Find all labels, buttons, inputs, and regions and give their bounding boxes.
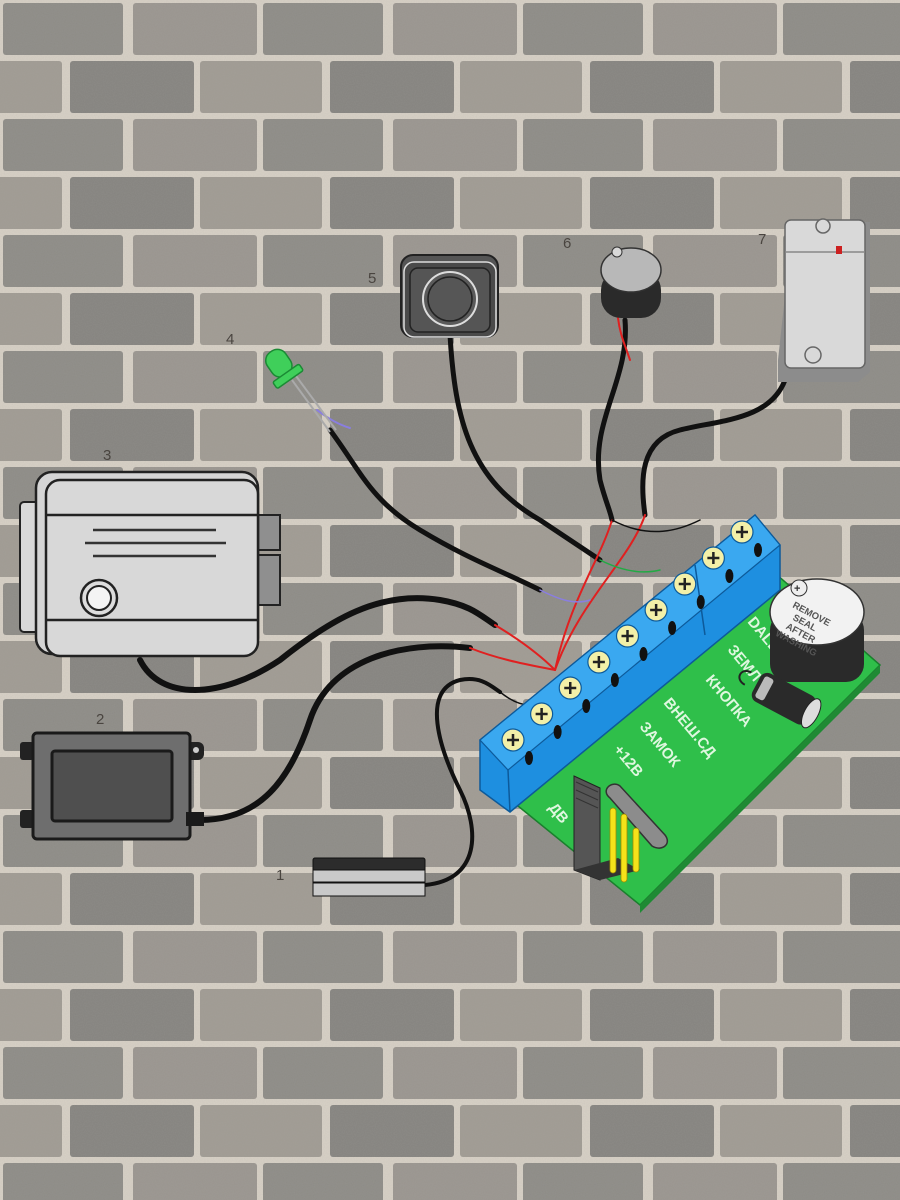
terminal-wire-holes xyxy=(525,543,762,765)
wire-led-violet xyxy=(316,409,351,429)
terminal-hole xyxy=(668,621,677,635)
terminal-hole xyxy=(696,595,705,609)
wire-buzzer xyxy=(595,317,628,523)
reed-switch xyxy=(312,857,426,897)
wire-power xyxy=(197,643,473,823)
terminal-screws xyxy=(501,520,754,752)
terminal-hole xyxy=(754,543,762,557)
terminal-screw xyxy=(501,728,525,752)
terminal-screw xyxy=(701,546,725,570)
capacitor xyxy=(738,670,822,729)
label-number-6: 6 xyxy=(563,235,571,252)
wire-led xyxy=(327,427,543,593)
power-supply xyxy=(20,731,204,841)
label-number-1: 1 xyxy=(276,867,284,884)
led-indicator xyxy=(264,348,337,433)
wire-reader xyxy=(640,377,788,518)
wire-buzzer-red xyxy=(617,317,631,361)
onboard-buzzer: + REMOVE SEAL AFTER WASHING xyxy=(769,578,865,682)
terminal-hole xyxy=(582,699,591,713)
wire-exit-button xyxy=(447,332,603,563)
electric-lock xyxy=(19,470,281,658)
buzzer xyxy=(600,246,662,318)
label-number-5: 5 xyxy=(368,270,376,287)
label-number-4: 4 xyxy=(226,331,234,348)
terminal-screw xyxy=(587,650,611,674)
label-number-3: 3 xyxy=(103,447,111,464)
controller-board: DALL ЗЕМЛ КНОПКА ВНЕШ.СД ЗАМОК +12В ДВ +… xyxy=(479,513,882,913)
terminal-hole xyxy=(610,673,619,687)
terminal-hole xyxy=(639,647,648,661)
terminal-screw xyxy=(644,598,668,622)
label-number-7: 7 xyxy=(758,231,766,248)
jumper-header xyxy=(573,775,669,883)
terminal-screw xyxy=(673,572,697,596)
terminal-screw xyxy=(530,702,554,726)
terminal-screw xyxy=(558,676,582,700)
wire-reed xyxy=(423,677,502,887)
wire-lock xyxy=(137,595,498,693)
terminal-hole xyxy=(525,751,533,765)
exit-button xyxy=(400,254,499,338)
terminal-hole xyxy=(725,569,734,583)
plus-icon: + xyxy=(794,583,800,595)
label-number-2: 2 xyxy=(96,711,104,728)
card-reader xyxy=(778,218,870,382)
terminal-screw xyxy=(615,624,640,648)
terminal-screw xyxy=(730,520,754,544)
terminal-hole xyxy=(553,725,562,739)
